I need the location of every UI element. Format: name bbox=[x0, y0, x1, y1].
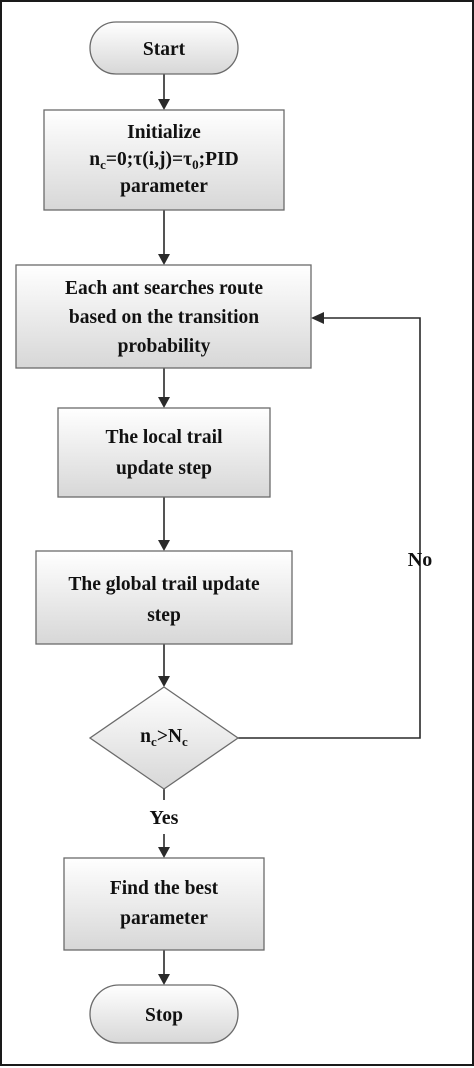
global-trail-line-1: The global trail update bbox=[68, 574, 260, 595]
search-route-line-1: Each ant searches route bbox=[65, 278, 263, 299]
connector-init-to-search bbox=[158, 210, 170, 265]
stop-terminal: Stop bbox=[89, 984, 239, 1044]
connector-search-to-local bbox=[158, 368, 170, 408]
connector-decision-no-loop bbox=[238, 312, 421, 739]
local-trail-box: The local trail update step bbox=[57, 407, 271, 498]
connector-start-to-init bbox=[158, 74, 170, 110]
local-trail-line-1: The local trail bbox=[106, 427, 224, 448]
find-best-box: Find the best parameter bbox=[63, 857, 265, 951]
find-best-line-1: Find the best bbox=[110, 878, 219, 899]
global-trail-line-2: step bbox=[147, 605, 181, 626]
search-route-line-3: probability bbox=[118, 336, 211, 357]
connector-local-to-global bbox=[158, 497, 170, 551]
start-label: Start bbox=[143, 39, 186, 60]
connector-global-to-decision bbox=[158, 644, 170, 687]
search-route-line-2: based on the transition bbox=[69, 307, 259, 328]
global-trail-box: The global trail update step bbox=[35, 550, 293, 645]
start-terminal: Start bbox=[89, 21, 239, 75]
search-route-box: Each ant searches route based on the tra… bbox=[15, 264, 312, 369]
yes-label: Yes bbox=[150, 807, 179, 829]
decision-diamond: nc>Nc bbox=[88, 686, 240, 790]
local-trail-line-2: update step bbox=[116, 458, 212, 479]
connector-best-to-stop bbox=[158, 950, 170, 985]
initialize-line-3: parameter bbox=[120, 176, 208, 197]
find-best-line-2: parameter bbox=[120, 908, 208, 929]
initialize-line-1: Initialize bbox=[127, 122, 201, 143]
stop-label: Stop bbox=[145, 1005, 183, 1026]
initialize-box: Initialize nc=0;τ(i,j)=τ0;PID parameter bbox=[43, 109, 285, 211]
no-label: No bbox=[408, 549, 432, 571]
connector-decision-yes bbox=[158, 789, 170, 858]
decision-label: nc>Nc bbox=[140, 726, 188, 749]
initialize-line-2: nc=0;τ(i,j)=τ0;PID bbox=[89, 149, 238, 172]
